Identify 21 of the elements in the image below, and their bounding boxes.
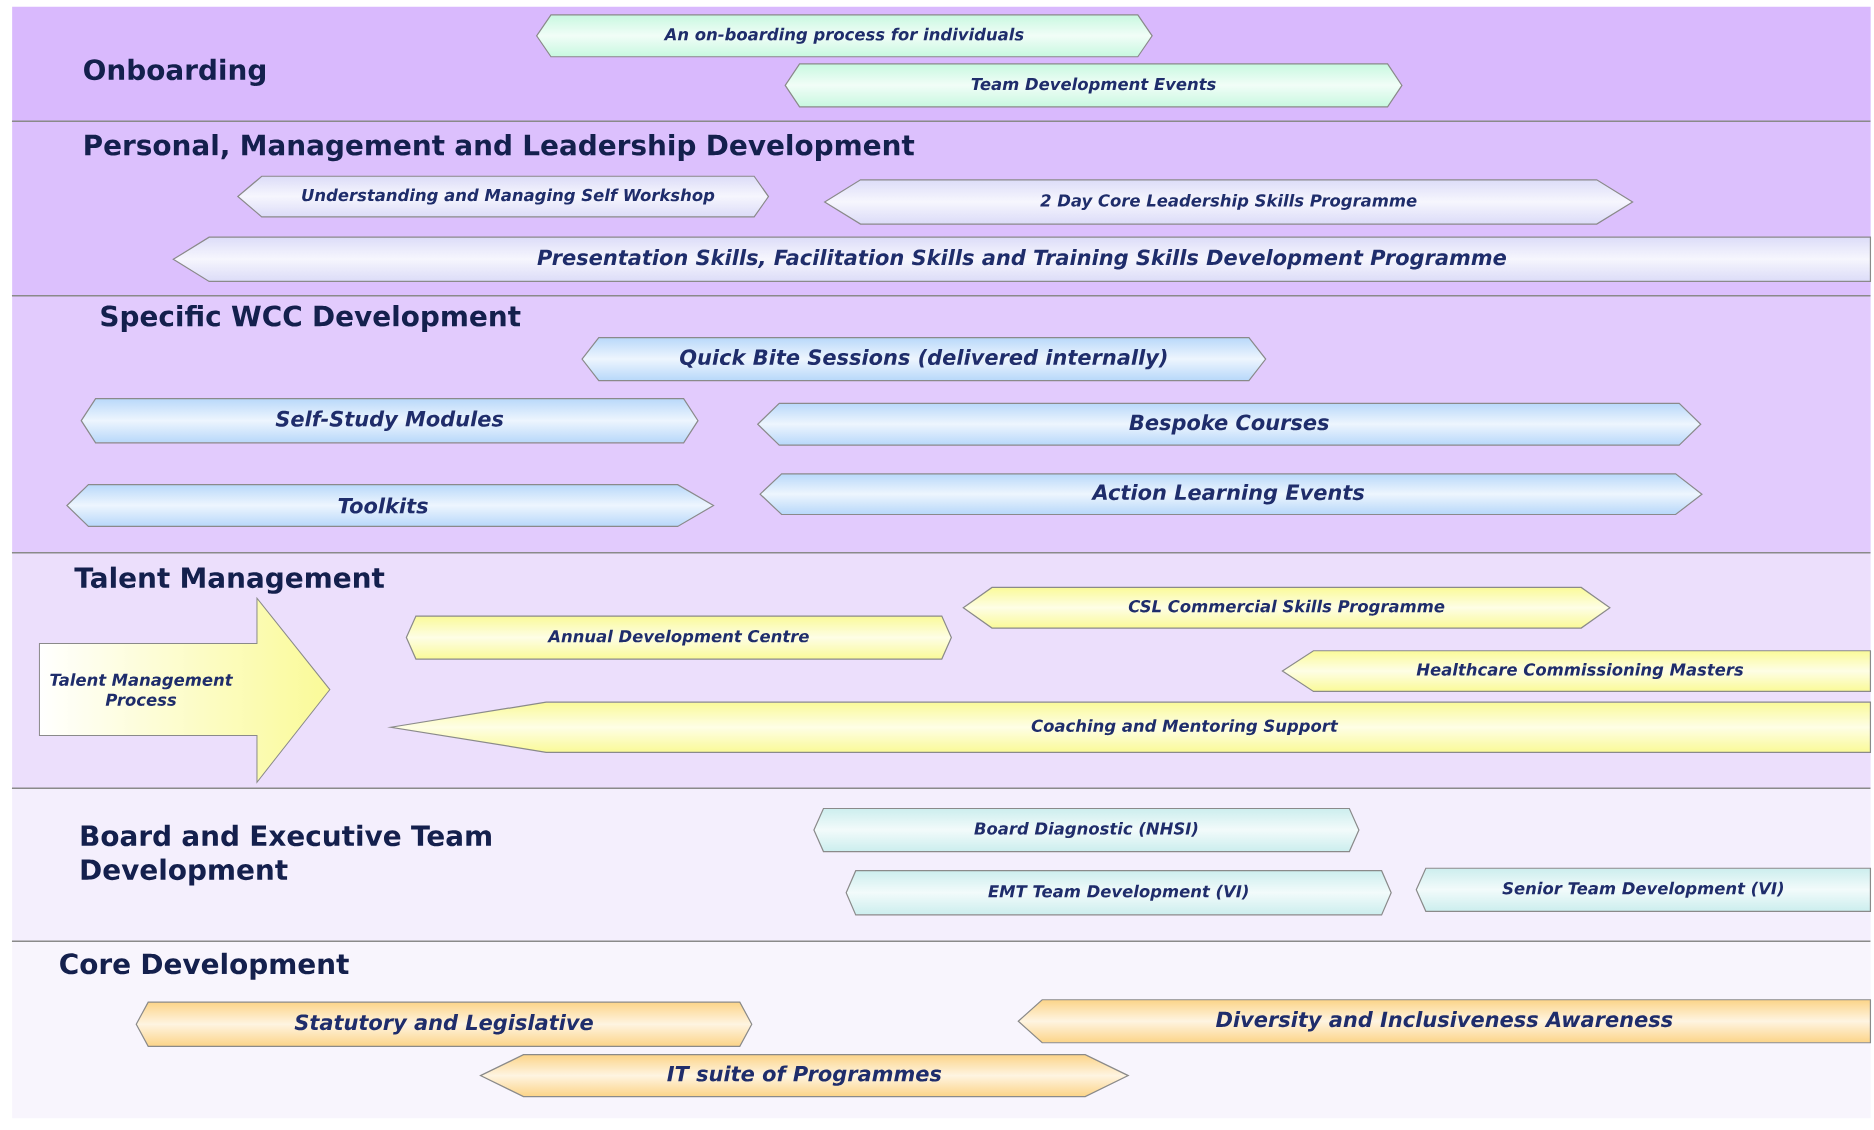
programme-bar: Annual Development Centre [405,615,952,660]
band-heading: Onboarding [84,58,265,86]
programme-bar: Presentation Skills, Facilitation Skills and Training Skills Development Programme [172,236,1872,283]
programme-bar: Diversity and Inclusiveness Awareness [1017,999,1872,1044]
programme-bar: CSL Commercial Skills Programme [962,586,1611,629]
programme-bar: Senior Team Development (VI) [1415,867,1872,912]
band-heading: Talent Management [74,566,385,594]
band-heading: Personal, Management and Leadership Development [85,133,915,162]
programme-bar: IT suite of Programmes [479,1054,1130,1098]
programme-bar: Action Learning Events [759,473,1703,516]
programme-bar: Healthcare Commissioning Masters [1281,650,1872,692]
band-heading: Specific WCC Development [101,305,521,332]
programme-bar: Self-Study Modules [80,397,699,444]
band-heading: Core Development [60,952,349,980]
programme-bar: Toolkits [66,484,715,528]
programme-bar: Board Diagnostic (NHSI) [813,807,1360,853]
band-heading: Board and Executive Team Development [81,824,491,886]
programme-bar: Statutory and Legislative [135,1001,753,1047]
programme-bar: Quick Bite Sessions (delivered internally) [581,337,1267,382]
programme-bar: EMT Team Development (VI) [845,870,1392,916]
programme-bar: Team Development Events [784,63,1403,108]
